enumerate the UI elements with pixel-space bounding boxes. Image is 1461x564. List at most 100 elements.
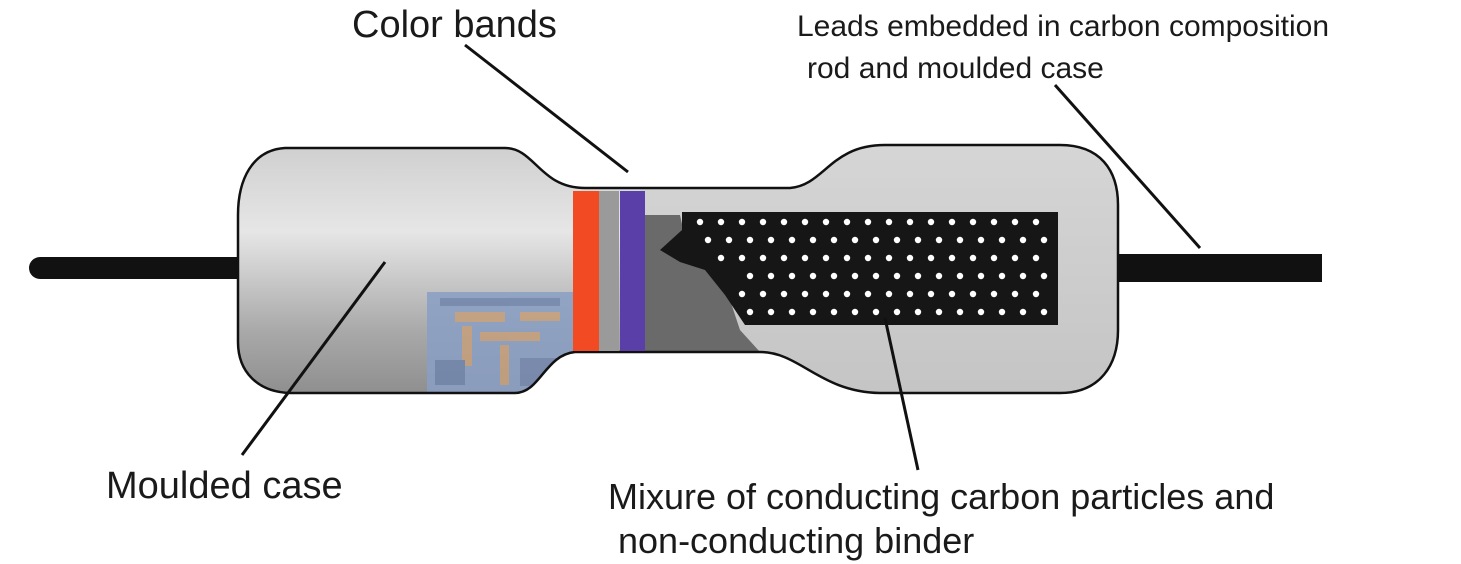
carbon-particle <box>767 236 775 244</box>
carbon-particle <box>1011 254 1019 262</box>
circuit-pattern <box>427 292 577 392</box>
carbon-particle <box>767 272 775 280</box>
carbon-particle <box>843 254 851 262</box>
carbon-particle <box>704 236 712 244</box>
color-bands-leader <box>464 43 629 174</box>
carbon-particle <box>830 308 838 316</box>
carbon-particle <box>1032 290 1040 298</box>
carbon-particle <box>759 218 767 226</box>
carbon-particle <box>1040 272 1048 280</box>
mixture-leader <box>883 317 920 471</box>
carbon-particle <box>969 254 977 262</box>
carbon-particle <box>822 218 830 226</box>
carbon-particle <box>738 290 746 298</box>
carbon-particle <box>956 308 964 316</box>
carbon-particle <box>1019 236 1027 244</box>
color-band-3 <box>620 191 645 351</box>
carbon-particle <box>822 290 830 298</box>
color-bands-label: Color bands <box>352 4 557 46</box>
carbon-particle <box>906 254 914 262</box>
carbon-particle <box>872 236 880 244</box>
carbon-particle <box>885 290 893 298</box>
carbon-particle <box>893 272 901 280</box>
carbon-particle <box>914 236 922 244</box>
carbon-particle <box>1019 272 1027 280</box>
moulded-case-leader <box>240 261 387 456</box>
carbon-particle <box>759 290 767 298</box>
carbon-particle <box>977 308 985 316</box>
carbon-particle <box>746 272 754 280</box>
carbon-particle <box>780 290 788 298</box>
carbon-particle <box>830 272 838 280</box>
carbon-particle <box>969 218 977 226</box>
carbon-particle <box>906 218 914 226</box>
carbon-particle <box>935 308 943 316</box>
carbon-particle <box>956 272 964 280</box>
carbon-particle <box>746 236 754 244</box>
carbon-particle <box>1011 290 1019 298</box>
leads-leader <box>1053 84 1202 249</box>
carbon-particle <box>935 236 943 244</box>
carbon-particle <box>914 272 922 280</box>
carbon-particle <box>851 272 859 280</box>
carbon-particle <box>738 218 746 226</box>
carbon-particle <box>927 218 935 226</box>
carbon-particle <box>851 308 859 316</box>
carbon-particles <box>696 218 1048 316</box>
carbon-particle <box>864 254 872 262</box>
carbon-particle <box>885 218 893 226</box>
carbon-particle <box>1032 218 1040 226</box>
carbon-particle <box>998 272 1006 280</box>
carbon-particle <box>864 218 872 226</box>
carbon-particle <box>788 272 796 280</box>
carbon-particle <box>990 290 998 298</box>
carbon-particle <box>1032 254 1040 262</box>
carbon-particle <box>977 272 985 280</box>
carbon-particle <box>830 236 838 244</box>
leads-label-line1: Leads embedded in carbon composition <box>797 10 1330 43</box>
carbon-particle <box>872 308 880 316</box>
carbon-particle <box>914 308 922 316</box>
carbon-particle <box>1019 308 1027 316</box>
carbon-particle <box>927 254 935 262</box>
carbon-particle <box>725 236 733 244</box>
carbon-particle <box>746 308 754 316</box>
carbon-particle <box>801 254 809 262</box>
carbon-particle <box>717 254 725 262</box>
carbon-particle <box>809 272 817 280</box>
carbon-particle <box>1040 308 1048 316</box>
carbon-particle <box>738 254 746 262</box>
carbon-particle <box>927 290 935 298</box>
carbon-particle <box>780 218 788 226</box>
carbon-particle <box>948 254 956 262</box>
carbon-particle <box>990 218 998 226</box>
carbon-particle <box>759 254 767 262</box>
carbon-particle <box>851 236 859 244</box>
carbon-particle <box>801 218 809 226</box>
leads-label-line2: rod and moulded case <box>807 52 1104 85</box>
carbon-particle <box>780 254 788 262</box>
carbon-particle <box>893 308 901 316</box>
carbon-particle <box>843 218 851 226</box>
carbon-particle <box>864 290 872 298</box>
carbon-particle <box>872 272 880 280</box>
carbon-particle <box>1040 236 1048 244</box>
carbon-particle <box>767 308 775 316</box>
carbon-particle <box>788 308 796 316</box>
carbon-particle <box>948 218 956 226</box>
mixture-label-line1: Mixure of conducting carbon particles an… <box>608 476 1275 517</box>
carbon-particle <box>885 254 893 262</box>
carbon-particle <box>935 272 943 280</box>
color-band-2 <box>599 191 619 351</box>
carbon-particle <box>717 218 725 226</box>
carbon-particle <box>788 236 796 244</box>
carbon-particle <box>843 290 851 298</box>
color-band-1 <box>573 191 599 351</box>
carbon-particle <box>969 290 977 298</box>
carbon-particle <box>893 236 901 244</box>
carbon-particle <box>998 308 1006 316</box>
carbon-particle <box>998 236 1006 244</box>
mixture-label-line2: non-conducting binder <box>618 520 975 561</box>
carbon-particle <box>801 290 809 298</box>
